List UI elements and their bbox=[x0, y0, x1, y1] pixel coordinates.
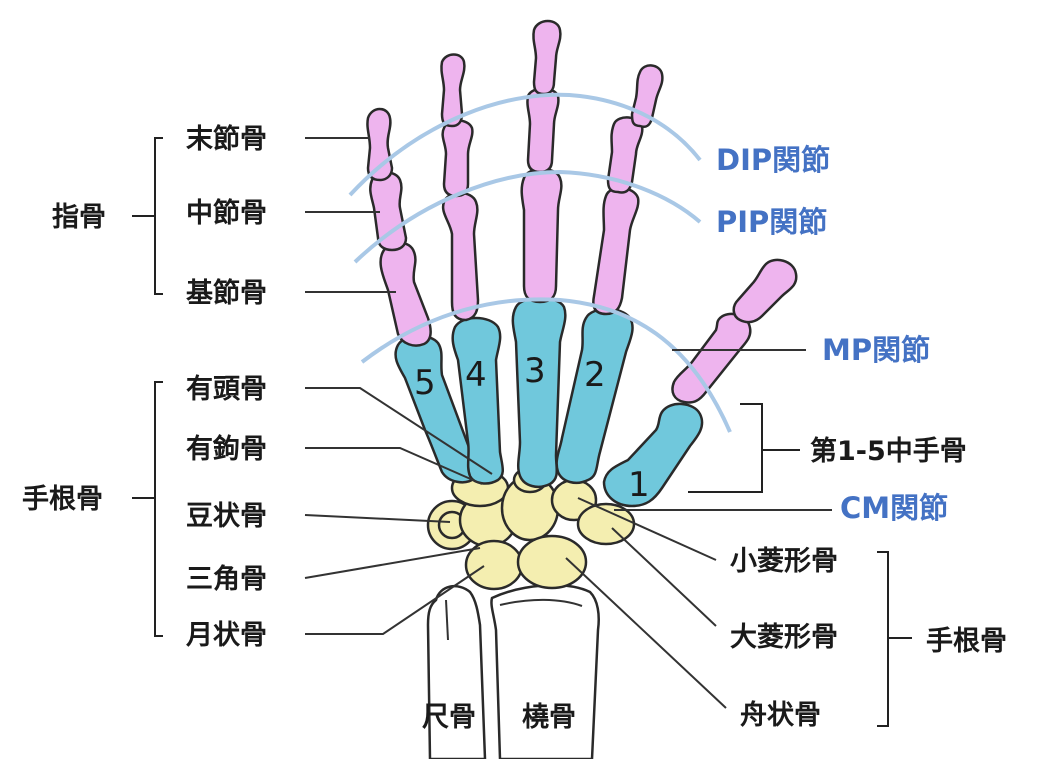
finger-5-proximal bbox=[381, 243, 431, 346]
phalanges-bracket bbox=[132, 138, 163, 294]
metacarpal-1 bbox=[604, 404, 702, 506]
scaphoid-bone bbox=[518, 536, 586, 588]
label-ulna: 尺骨 bbox=[422, 702, 476, 733]
number-2: 2 bbox=[584, 355, 606, 395]
finger-1-distal bbox=[734, 260, 797, 322]
label-carpal-group-right: 手根骨 bbox=[926, 626, 1007, 657]
finger-2-proximal bbox=[593, 188, 638, 314]
label-mp-joint: MP関節 bbox=[822, 333, 930, 367]
number-1: 1 bbox=[628, 465, 650, 505]
finger-3-proximal bbox=[522, 169, 562, 302]
number-4: 4 bbox=[465, 355, 487, 395]
label-pisiform: 豆状骨 bbox=[186, 501, 267, 532]
label-carpal-group-left: 手根骨 bbox=[22, 484, 103, 515]
triquetrum-leader bbox=[305, 548, 480, 578]
finger-3-distal bbox=[533, 21, 560, 94]
number-3: 3 bbox=[524, 351, 546, 391]
label-cm-joint: CM関節 bbox=[840, 491, 948, 525]
finger-3-middle bbox=[527, 89, 558, 173]
finger-5-distal bbox=[367, 109, 392, 180]
metacarpal-bracket bbox=[688, 404, 800, 492]
label-trapezoid: 小菱形骨 bbox=[730, 546, 838, 577]
finger-4-middle bbox=[443, 121, 473, 197]
finger-4-proximal bbox=[443, 193, 478, 320]
label-scaphoid: 舟状骨 bbox=[740, 700, 821, 731]
label-dip-joint: DIP関節 bbox=[716, 143, 830, 177]
carpal-bracket-left bbox=[132, 382, 163, 636]
label-pip-joint: PIP関節 bbox=[716, 205, 827, 239]
label-capitate: 有頭骨 bbox=[186, 374, 267, 405]
left-brackets bbox=[132, 138, 163, 636]
right-labels: DIP関節 PIP関節 MP関節 第1-5中手骨 CM関節 小菱形骨 大菱形骨 … bbox=[716, 143, 1007, 731]
ulna-bone bbox=[428, 586, 485, 759]
label-phalanges-group: 指骨 bbox=[52, 202, 106, 233]
carpal-bracket-right bbox=[877, 552, 912, 726]
label-lunate: 月状骨 bbox=[185, 620, 267, 651]
trapezium-leader bbox=[612, 528, 716, 626]
metacarpal-bones bbox=[396, 298, 703, 506]
label-radius: 橈骨 bbox=[522, 702, 576, 733]
number-5: 5 bbox=[414, 363, 436, 403]
label-distal-phalanx: 末節骨 bbox=[186, 123, 267, 155]
metacarpal-2 bbox=[557, 309, 633, 483]
label-middle-phalanx: 中節骨 bbox=[186, 197, 267, 229]
label-hamate: 有鉤骨 bbox=[186, 433, 267, 465]
label-proximal-phalanx: 基節骨 bbox=[186, 277, 267, 309]
label-triquetrum: 三角骨 bbox=[186, 563, 267, 595]
label-trapezium: 大菱形骨 bbox=[730, 622, 838, 653]
left-labels: 指骨 末節骨 中節骨 基節骨 手根骨 有頭骨 有鉤骨 豆状骨 三角骨 月状骨 bbox=[22, 123, 267, 651]
label-metacarpals: 第1-5中手骨 bbox=[810, 435, 967, 467]
